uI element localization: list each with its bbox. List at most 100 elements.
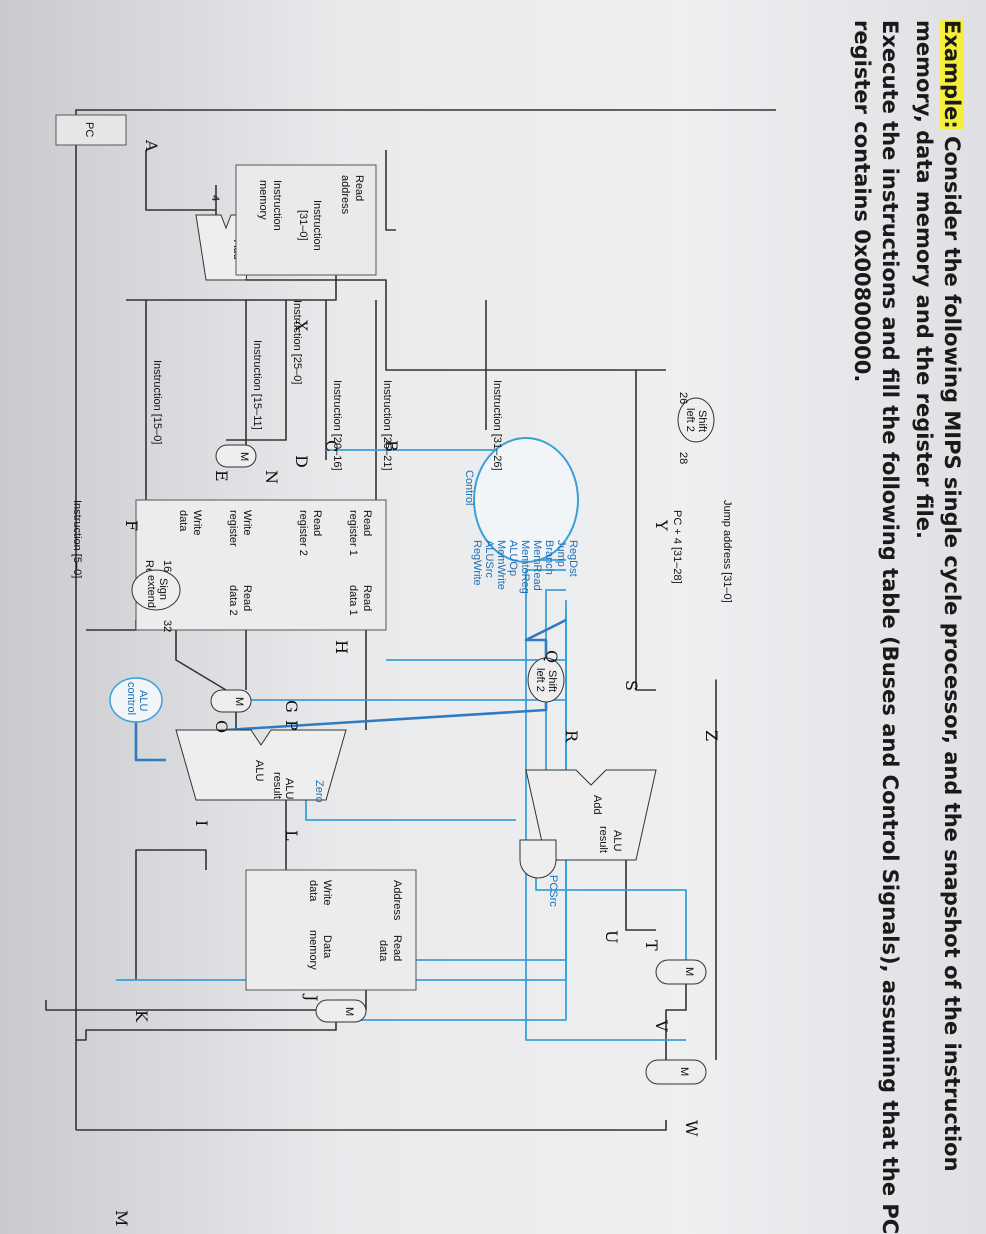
bus-16: 16 (161, 560, 173, 572)
regdst-mux-label: M (238, 452, 250, 461)
sign-a: Sign (157, 578, 169, 600)
pcsrc-mux (655, 959, 707, 985)
wire-jump-loop (75, 109, 776, 1130)
wire-instr-bus (126, 270, 337, 301)
ctrl-alucontrol-out (134, 720, 166, 762)
bus-letter-f: F (122, 520, 141, 531)
bus-letter-g: G (282, 700, 301, 713)
alu-result-a: ALU (283, 778, 295, 799)
wire-pc-add (145, 150, 216, 211)
ctrl-aluop (225, 618, 567, 732)
reg-rdata2-a: Read (241, 585, 253, 611)
im-bits-label: [31–0] (297, 210, 309, 241)
wire-writeback (76, 1020, 337, 1041)
data-memory (245, 869, 417, 991)
wire-pc4-top (635, 370, 656, 691)
alu-result-b: result (271, 772, 283, 799)
pcsrc-label: PCSrc (547, 875, 559, 907)
alu-control (109, 677, 163, 723)
alu-main-label: ALU (253, 760, 265, 781)
dm-address-label: Address (391, 880, 403, 921)
wire-mux-w (76, 1120, 667, 1131)
control-signal-memwrite: MemWrite (495, 540, 507, 590)
ctrl-alusrc (246, 640, 567, 701)
bus-letter-z: Z (702, 730, 721, 741)
reg-read2-a: Read (311, 510, 323, 536)
control-signal-memtoreg: MemtoReg (519, 540, 531, 594)
memtoreg-mux (315, 999, 367, 1023)
branch-result-label: result (597, 826, 609, 853)
bus-26: 26 (677, 392, 689, 404)
jump-mux-label: M (678, 1067, 690, 1076)
instruction-memory (235, 164, 377, 276)
branch-add-label: Add (591, 795, 603, 815)
reg-read1-b: register 1 (347, 510, 359, 556)
reg-write-b: register (227, 510, 239, 547)
bus-letter-h: H (332, 640, 351, 654)
control-signal-regdst: RegDst (567, 540, 579, 577)
dm-name-b: memory (307, 930, 319, 970)
const-four-label: 4 (209, 195, 221, 201)
bus-instr-5-0: Instruction [5–0] (71, 500, 83, 578)
pcsrc-mux-label: M (683, 967, 695, 976)
bus-letter-u: U (602, 930, 621, 943)
alu-ctrl-b: control (125, 682, 137, 715)
shift-top-1: Shift (696, 410, 708, 432)
register-file (135, 499, 387, 631)
pc-label: PC (83, 122, 95, 137)
alusrc-mux-label: M (233, 697, 245, 706)
main-alu (175, 729, 347, 801)
shift-mid-1: Shift (546, 670, 558, 692)
reg-wdata-a: Write (191, 510, 203, 535)
sign-b: extend (145, 575, 157, 608)
control-signal-memread: MemRead (531, 540, 543, 591)
bus-letter-x: X (292, 320, 311, 332)
shift-mid-2: left 2 (534, 668, 546, 692)
shift-left-2-mid (527, 657, 565, 703)
alusrc-mux (210, 689, 252, 713)
reg-wdata-b: data (177, 510, 189, 532)
reg-rdata1-a: Read (361, 585, 373, 611)
bus-instr-20-16: Instruction [20–16] (331, 380, 343, 471)
bus-instr-25-21: Instruction [25–21] (381, 380, 393, 471)
dm-read-a: Read (391, 935, 403, 961)
bus-letter-o: O (212, 720, 231, 733)
wire-add-out (246, 279, 666, 371)
shift-top-2: left 2 (684, 408, 696, 432)
regdst-mux (215, 444, 257, 468)
branch-and-gate (519, 839, 557, 879)
control-label: Control (463, 470, 475, 505)
jump-mux (645, 1059, 707, 1085)
control-signal-list: RegDstJumpBranchMemReadMemtoRegALUOpMemW… (471, 540, 579, 594)
sign-extend (131, 569, 181, 611)
bus-letter-n: N (262, 470, 281, 484)
bus-letter-k: K (132, 1010, 151, 1023)
reg-rdata1-b: data 1 (347, 585, 359, 616)
dm-write-a: Write (321, 880, 333, 905)
reg-read2-b: register 2 (297, 510, 309, 556)
shift-left-2-top (677, 397, 715, 443)
bus-letter-r: R (562, 730, 581, 743)
wire-pc-out (385, 150, 396, 231)
bus-instr-25-0: Instruction [25–0] (291, 300, 303, 384)
reg-rdata2-b: data 2 (227, 585, 239, 616)
branch-adder (525, 769, 657, 861)
control-signal-alusrc: ALUSrc (483, 540, 495, 578)
ctrl-jump (525, 569, 686, 1041)
bus-pc4: PC + 4 [31–28] (671, 510, 683, 584)
dm-read-b: data (377, 940, 389, 962)
wire-sign-ext (175, 620, 227, 691)
bus-letter-d: D (292, 455, 311, 468)
bus-instr-15-11: Instruction [15–11] (251, 340, 263, 430)
bus-28: 28 (677, 452, 689, 464)
bus-letter-e: E (212, 470, 231, 482)
wire-mux-top (665, 980, 687, 1060)
memtoreg-mux-label: M (343, 1007, 355, 1016)
alu-zero-label: Zero (313, 780, 325, 803)
bus-32: 32 (161, 620, 173, 632)
bus-letter-q: Q (542, 650, 561, 663)
control-signal-branch: Branch (543, 540, 555, 575)
